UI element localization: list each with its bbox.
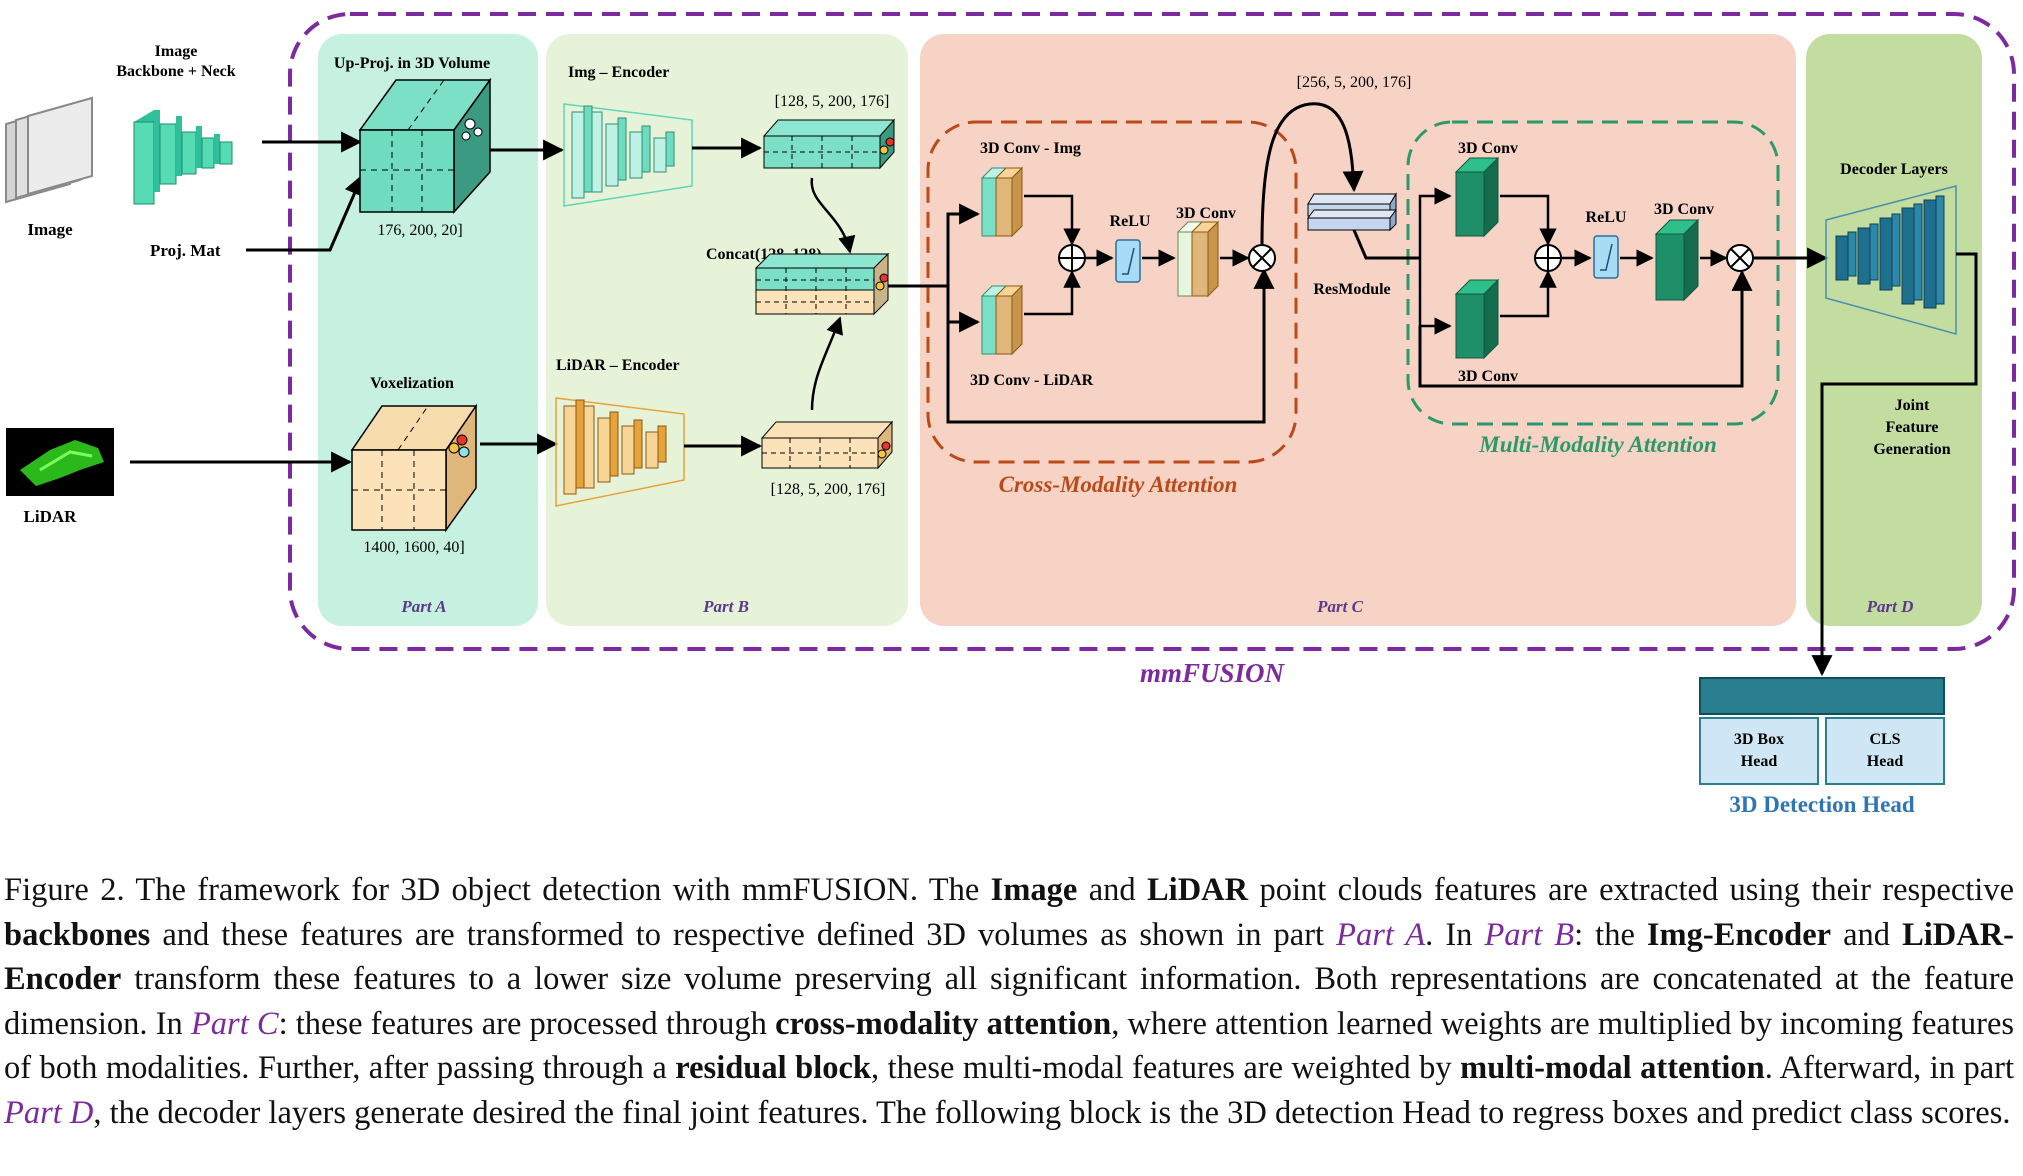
resmodule-block xyxy=(1307,192,1397,232)
line-convb-to-add2 xyxy=(1500,270,1557,318)
upproj-cube xyxy=(358,77,492,214)
relu-1-block xyxy=(1115,239,1141,283)
add-operator-2 xyxy=(1534,244,1562,272)
conv-a-block xyxy=(1454,156,1500,238)
upproj-title: Up-Proj. in 3D Volume xyxy=(334,55,490,72)
conv2-label: 3D Conv xyxy=(1654,201,1714,218)
img-volume xyxy=(762,118,896,170)
detection-head xyxy=(1699,677,1945,785)
line-resmodule-to-mm xyxy=(1352,229,1420,260)
line-to-conv-a xyxy=(1418,187,1452,258)
voxelization-title: Voxelization xyxy=(370,375,454,392)
multiply-operator-1 xyxy=(1248,244,1276,272)
conv-lidar-label: 3D Conv - LiDAR xyxy=(970,372,1094,389)
image-backbone-icon xyxy=(133,110,233,205)
part-c-panel xyxy=(920,34,1796,626)
conv-lidar-block xyxy=(980,284,1024,356)
relu-2-block xyxy=(1593,235,1619,279)
conv-b-label: 3D Conv xyxy=(1458,368,1518,385)
decoder-title: Decoder Layers xyxy=(1840,161,1948,178)
img-encoder-title: Img – Encoder xyxy=(568,64,669,81)
part-d-panel xyxy=(1806,34,1982,626)
lidar-image-icon xyxy=(6,428,114,496)
line-skip-to-multiply xyxy=(946,267,1275,424)
img-volume-dims: [128, 5, 200, 176] xyxy=(775,93,890,110)
lidar-encoder-icon xyxy=(555,397,685,507)
lidar-volume-dims: [128, 5, 200, 176] xyxy=(771,481,886,498)
line-skip-to-multiply-2 xyxy=(1418,269,1753,388)
conv-a-label: 3D Conv xyxy=(1458,140,1518,157)
relu-2-label: ReLU xyxy=(1586,209,1627,226)
proj-mat-label: Proj. Mat xyxy=(150,241,221,260)
voxel-dims: 1400, 1600, 40] xyxy=(363,539,464,556)
conv-b-block xyxy=(1454,278,1500,360)
mm-attention-label: Multi-Modality Attention xyxy=(1478,432,1717,457)
lidar-encoder-title: LiDAR – Encoder xyxy=(556,357,680,374)
multi-modality-attention-box xyxy=(1406,120,1780,426)
top-dims-label: [256, 5, 200, 176] xyxy=(1297,74,1412,91)
line-convlidar-to-add xyxy=(1024,270,1081,316)
conv1-block xyxy=(1176,220,1220,298)
part-a-label: Part A xyxy=(400,597,446,616)
arrow-img-to-concat xyxy=(810,177,856,254)
line-conva-to-add2 xyxy=(1500,194,1557,246)
arrow-projmat-to-upproj xyxy=(246,174,365,252)
image-label: Image xyxy=(27,220,73,239)
conv1-label: 3D Conv xyxy=(1176,205,1236,222)
cross-modality-attention-box xyxy=(926,120,1298,464)
mmfusion-boundary xyxy=(288,12,2016,651)
resmodule-label: ResModule xyxy=(1313,281,1390,298)
arrow-multiply-to-resmodule xyxy=(1260,102,1364,245)
part-c-label: Part C xyxy=(1316,597,1363,616)
cross-attention-label: Cross-Modality Attention xyxy=(999,472,1238,497)
conv-img-block xyxy=(980,166,1024,238)
concat-volume xyxy=(754,252,890,316)
detection-head-title: 3D Detection Head xyxy=(1729,792,1914,817)
relu-1-label: ReLU xyxy=(1110,213,1151,230)
voxel-cube xyxy=(350,403,478,533)
multiply-operator-2 xyxy=(1726,244,1754,272)
line-concat-to-cross xyxy=(888,203,981,288)
figure-caption: Figure 2. The framework for 3D object de… xyxy=(4,872,2015,1131)
image-stack-icon xyxy=(5,96,93,204)
add-operator-1 xyxy=(1058,244,1086,272)
part-d-label: Part D xyxy=(1866,597,1914,616)
conv-img-label: 3D Conv - Img xyxy=(980,140,1081,157)
part-b-label: Part B xyxy=(702,597,749,616)
line-decoder-to-head xyxy=(1811,252,1978,677)
arrow-lidar-to-concat xyxy=(810,316,844,411)
img-encoder-icon xyxy=(563,103,693,207)
conv2-block xyxy=(1654,218,1700,302)
decoder-icon xyxy=(1825,185,1957,335)
lidar-volume xyxy=(760,420,894,470)
line-convimg-to-add xyxy=(1024,194,1081,246)
part-b-panel xyxy=(546,34,908,626)
upproj-dims: 176, 200, 20] xyxy=(377,222,462,239)
mmfusion-label: mmFUSION xyxy=(1140,658,1286,688)
lidar-label: LiDAR xyxy=(24,507,78,526)
